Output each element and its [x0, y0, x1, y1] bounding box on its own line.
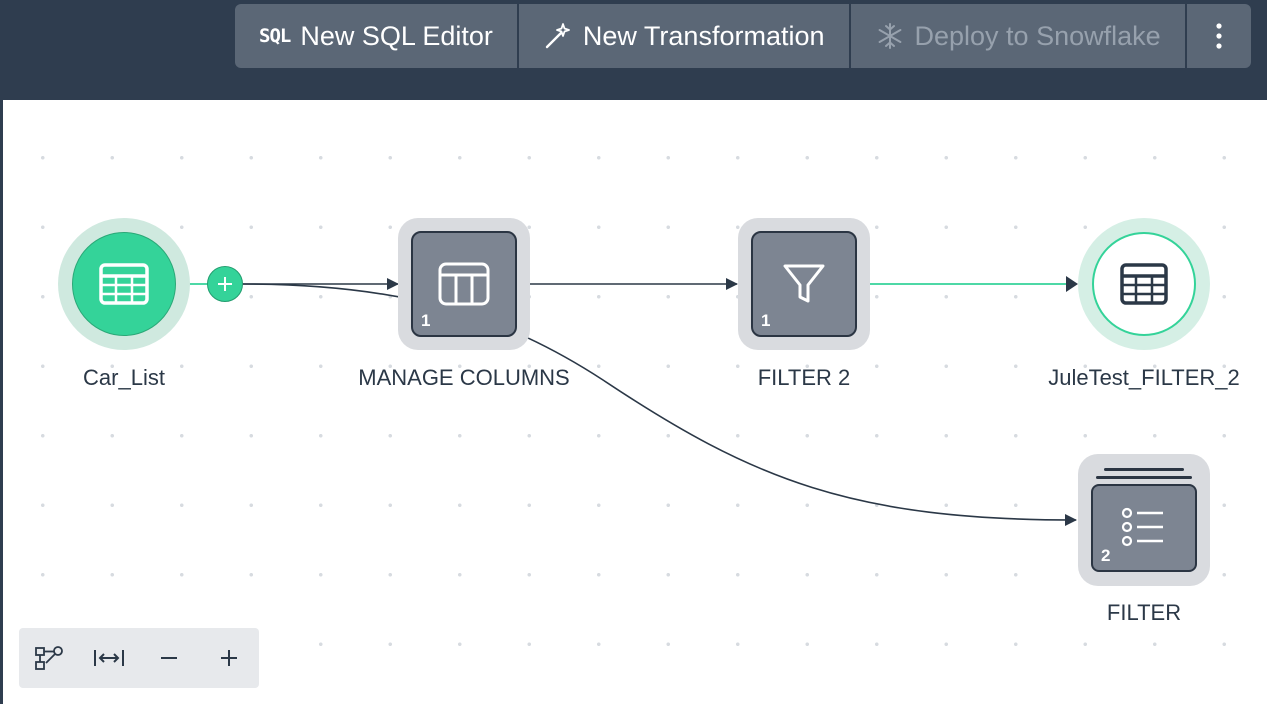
pipeline-edges — [175, 276, 1078, 526]
list-icon — [1121, 507, 1163, 547]
new-transformation-label: New Transformation — [582, 20, 825, 51]
manage-columns-node[interactable]: 1 — [398, 218, 530, 350]
new-transformation-button[interactable]: New Transformation — [518, 4, 851, 68]
fit-width-icon — [94, 650, 124, 666]
new-sql-editor-button[interactable]: SQL New SQL Editor — [235, 4, 519, 68]
vertical-ellipsis-icon — [1216, 23, 1222, 49]
manage-columns-node-inner: 1 — [411, 231, 517, 337]
snowflake-icon — [878, 23, 901, 49]
stack-line-back — [1104, 468, 1184, 471]
table-icon — [99, 263, 149, 305]
zoom-out-button[interactable] — [139, 628, 199, 688]
filter-label: FILTER — [1106, 600, 1182, 625]
zoom-in-icon — [221, 650, 237, 666]
edge-filter2-to-output-arrow — [1066, 276, 1078, 292]
output-node-juletest-filter-2[interactable] — [1078, 218, 1210, 350]
more-options-button[interactable] — [1186, 4, 1251, 68]
zoom-out-icon — [161, 657, 177, 659]
edge-car-list-to-filter — [242, 283, 1077, 526]
stack-line-middle — [1096, 476, 1192, 479]
filter2-node-inner: 1 — [751, 231, 857, 337]
source-node-core — [72, 232, 176, 336]
deploy-to-snowflake-button[interactable]: Deploy to Snowflake — [850, 4, 1187, 68]
new-sql-editor-label: New SQL Editor — [300, 20, 493, 51]
zoom-in-button[interactable] — [199, 628, 259, 688]
canvas-controls — [19, 628, 259, 688]
funnel-icon — [783, 264, 825, 303]
pipeline-canvas[interactable]: Car_List 1 MANAGE COLUMNS 1 FILTER 2 — [3, 100, 1267, 704]
manage-columns-label: MANAGE COLUMNS — [358, 365, 570, 390]
table-icon — [1120, 263, 1168, 305]
auto-layout-button[interactable] — [19, 628, 79, 688]
source-node-label: Car_List — [83, 365, 165, 390]
filter2-node[interactable]: 1 — [738, 218, 870, 350]
toolbar: SQL New SQL Editor New Transformation De… — [235, 4, 1251, 68]
magic-wand-icon — [545, 23, 570, 49]
source-node-car-list[interactable] — [58, 218, 190, 350]
deploy-to-snowflake-label: Deploy to Snowflake — [914, 20, 1161, 51]
output-node-label: JuleTest_FILTER_2 — [1048, 365, 1240, 390]
filter-count: 2 — [1101, 546, 1111, 565]
plus-icon — [218, 277, 232, 291]
auto-layout-icon — [35, 646, 63, 670]
add-step-button[interactable] — [207, 266, 243, 302]
filter-node[interactable]: 2 — [1078, 454, 1210, 586]
fit-to-width-button[interactable] — [79, 628, 139, 688]
sql-icon: SQL — [259, 25, 291, 47]
filter2-count: 1 — [761, 311, 771, 330]
manage-columns-count: 1 — [421, 311, 431, 330]
columns-icon — [438, 262, 490, 306]
filter2-label: FILTER 2 — [757, 365, 851, 390]
filter-node-inner: 2 — [1091, 484, 1197, 572]
output-node-core — [1092, 232, 1196, 336]
top-bar: SQL New SQL Editor New Transformation De… — [0, 0, 1267, 100]
